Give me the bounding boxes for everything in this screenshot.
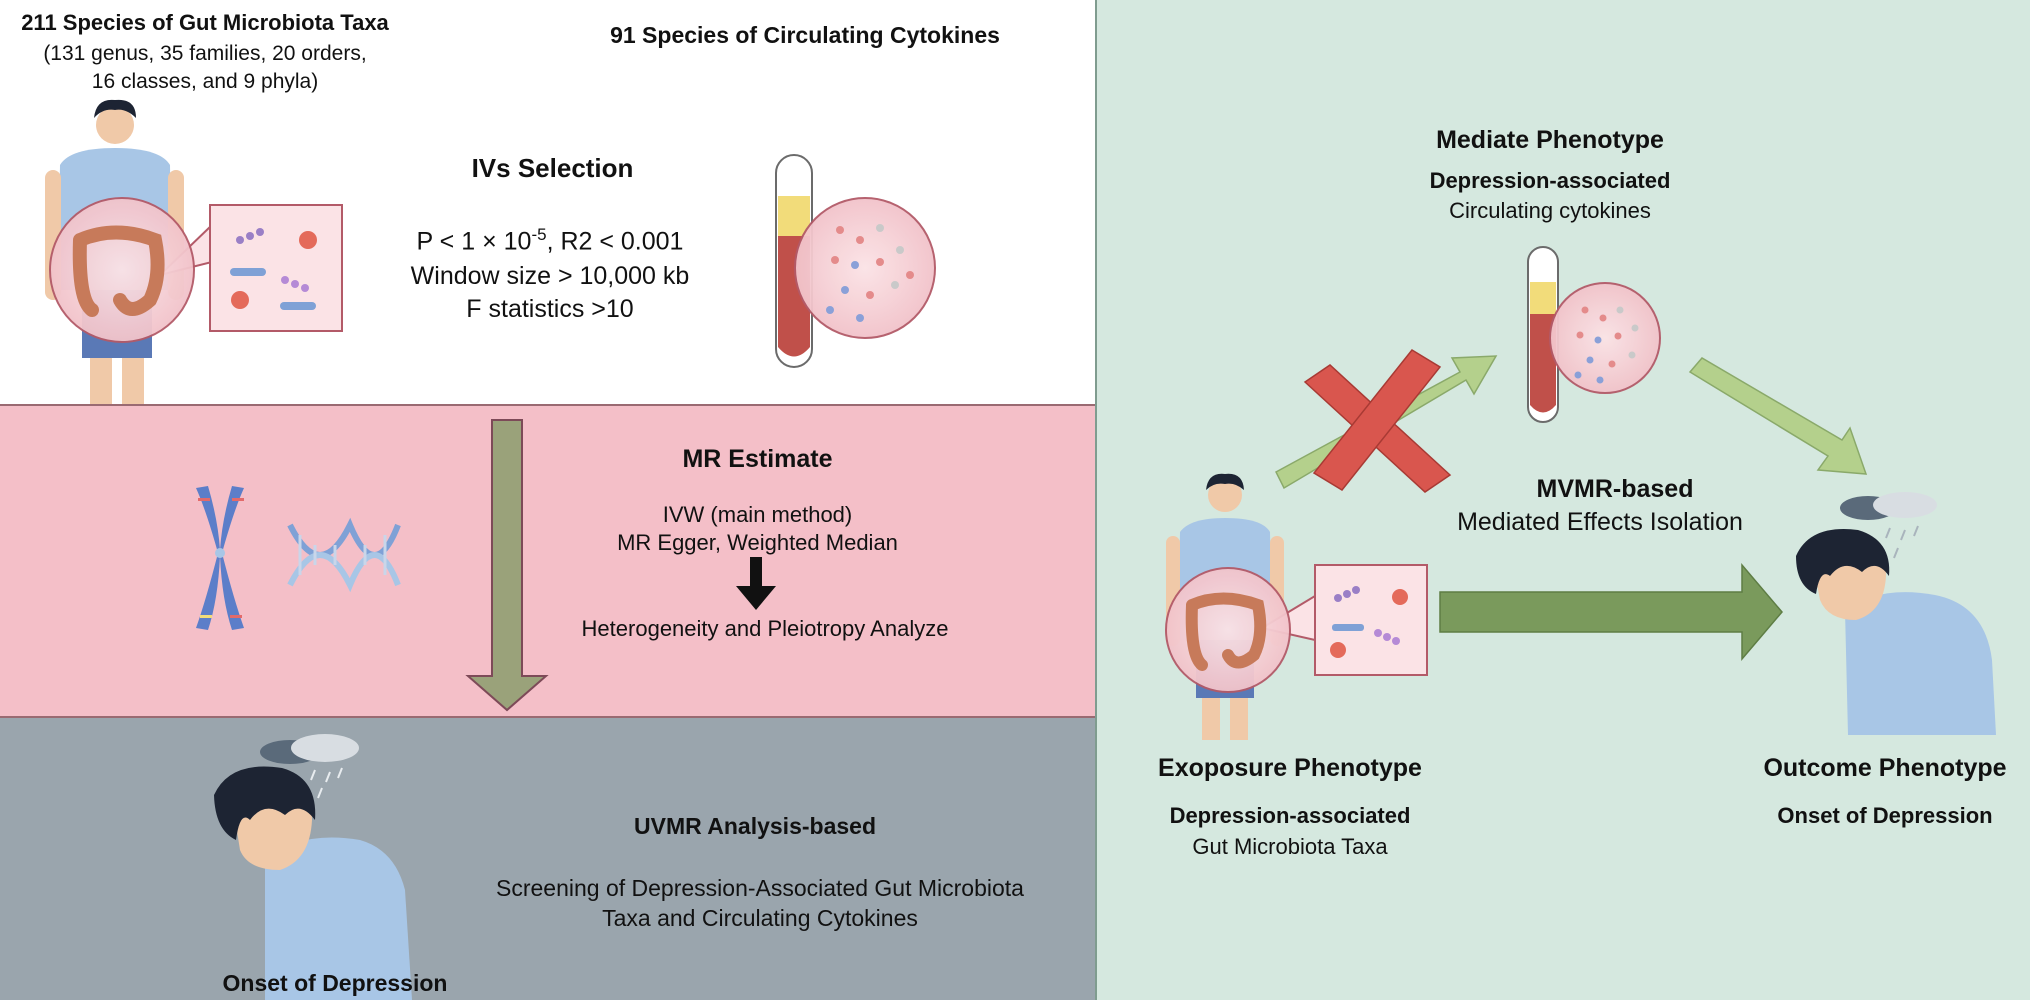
criterion-p-exponent: -5	[531, 225, 547, 244]
mvmr-title: MVMR-based	[1536, 475, 1694, 503]
mediate-subtitle: Circulating cytokines	[1449, 198, 1651, 223]
cytokine-tube-icon	[775, 154, 936, 368]
mr-estimate-panel	[0, 404, 1095, 718]
outcome-subtitle-bold: Onset of Depression	[1777, 803, 1993, 828]
small-down-arrow	[736, 557, 776, 610]
gut-magnifier-icon	[49, 197, 343, 343]
taxa-detail-line-2: 16 classes, and 9 phyla)	[91, 70, 319, 93]
criterion-p-suffix: , R2 < 0.001	[546, 227, 684, 256]
outcome-title: Outcome Phenotype	[1763, 754, 2007, 782]
uvmr-panel	[0, 718, 1095, 1000]
uvmr-title: UVMR Analysis-based	[634, 813, 876, 839]
outcome-person-icon	[1796, 492, 1996, 735]
uvmr-description-line-1: Screening of Depression-Associated Gut M…	[496, 875, 1024, 901]
criterion-window-size: Window size > 10,000 kb	[410, 262, 690, 290]
exposure-to-outcome-arrow	[1439, 562, 1783, 662]
criterion-p-value: P < 1 × 10-5, R2 < 0.001	[360, 225, 740, 256]
exposure-gut-magnifier-icon	[1165, 564, 1428, 693]
uvmr-description-line-2: Taxa and Circulating Cytokines	[602, 905, 918, 931]
criterion-f-statistics: F statistics >10	[466, 295, 634, 323]
mediate-tube-icon	[1527, 246, 1661, 423]
exposure-title: Exoposure Phenotype	[1158, 754, 1422, 782]
criterion-p-prefix: P < 1 × 10	[416, 227, 532, 256]
mediate-to-outcome-arrow	[1688, 357, 1868, 475]
mediate-subtitle-bold: Depression-associated	[1429, 168, 1671, 193]
blocked-cross-icon	[1303, 349, 1452, 493]
ivs-selection-title: IVs Selection	[471, 153, 634, 183]
heterogeneity-analysis: Heterogeneity and Pleiotropy Analyze	[581, 616, 949, 641]
mvmr-subtitle: Mediated Effects Isolation	[1457, 508, 1743, 536]
taxa-detail-line-1: (131 genus, 35 families, 20 orders,	[43, 42, 367, 65]
exposure-subtitle-bold: Depression-associated	[1169, 803, 1411, 828]
mr-method-others: MR Egger, Weighted Median	[617, 530, 898, 555]
dna-icon	[287, 517, 401, 593]
mediate-title: Mediate Phenotype	[1436, 126, 1664, 154]
depressed-person-icon	[214, 734, 412, 1000]
onset-label: Onset of Depression	[222, 970, 448, 996]
mr-method-main: IVW (main method)	[662, 502, 853, 527]
chromosome-icon	[196, 486, 244, 630]
taxa-title: 211 Species of Gut Microbiota Taxa	[21, 10, 389, 35]
exposure-subtitle: Gut Microbiota Taxa	[1192, 834, 1388, 859]
cytokines-title: 91 Species of Circulating Cytokines	[610, 22, 1000, 48]
mr-estimate-title: MR Estimate	[682, 445, 833, 473]
down-arrow	[465, 419, 549, 712]
